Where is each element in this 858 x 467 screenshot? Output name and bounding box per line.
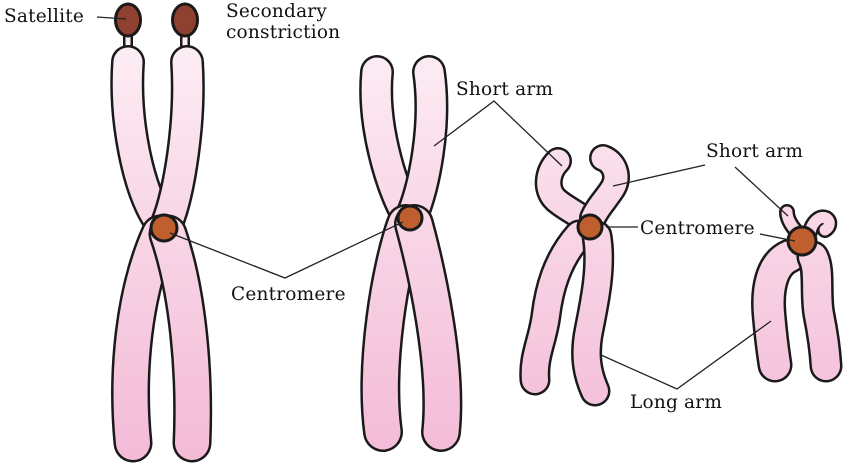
centromere-icon <box>149 213 179 243</box>
chromosome-submetacentric <box>359 55 463 452</box>
short-arm-label-right: Short arm <box>706 141 804 162</box>
chromosome-arm-icon <box>519 144 630 407</box>
centromere-icon <box>576 213 604 241</box>
centromere-label-left: Centromere <box>231 284 346 305</box>
chromosome-satellited <box>110 2 213 463</box>
leader-line-long-arm <box>600 320 772 390</box>
chromosome-arm-icon <box>110 45 213 463</box>
leader-line-short-arm-right-b <box>734 166 789 217</box>
satellite-label: Satellite <box>4 6 85 27</box>
centromere-icon <box>396 204 424 232</box>
chromosome-telocentric <box>751 204 843 383</box>
leader-line-satellite <box>96 16 127 20</box>
chromosome-acrocentric <box>519 144 630 407</box>
short-arm-label-mid: Short arm <box>456 79 554 100</box>
chromosome-arm-icon <box>751 204 843 383</box>
satellite-knob-icon <box>171 2 199 38</box>
leader-line-centromere-left <box>169 221 404 279</box>
long-arm-label: Long arm <box>630 392 723 413</box>
satellite-knob-icon <box>114 2 142 38</box>
leader-line-short-arm-right-a <box>612 164 706 187</box>
centromere-label-right: Centromere <box>640 218 755 239</box>
secondary-constriction-label: Secondary constriction <box>226 1 341 43</box>
chromosome-arm-icon <box>359 55 463 452</box>
leader-line-centromere-right-b <box>759 233 796 242</box>
centromere-icon <box>786 225 818 257</box>
leader-line-short-arm-mid <box>433 100 563 167</box>
